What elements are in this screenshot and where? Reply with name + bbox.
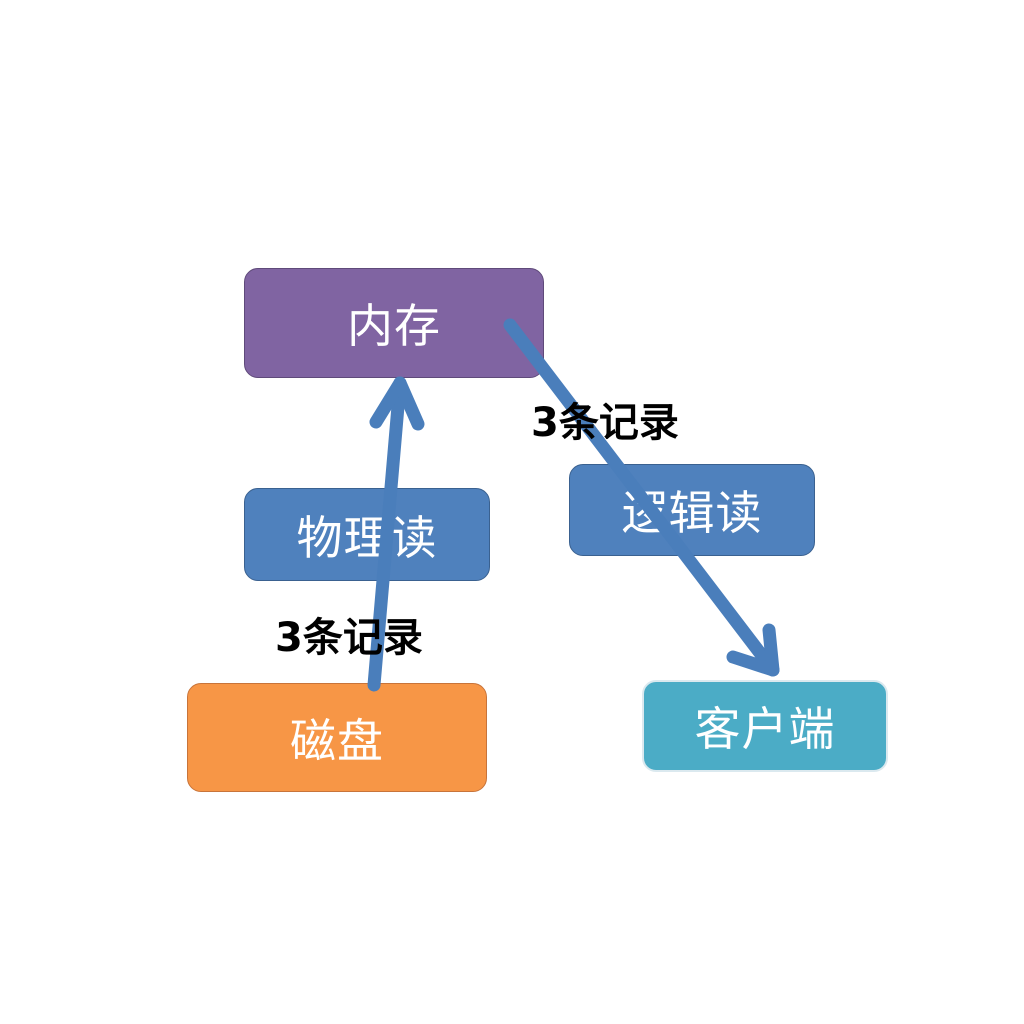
physical-read-node: 物理读 — [244, 488, 490, 581]
client-label: 客户端 — [694, 702, 836, 756]
logical-read-node: 逻辑读 — [569, 464, 815, 556]
client-node: 客户端 — [642, 680, 888, 772]
physical-read-label: 物理读 — [296, 510, 438, 565]
disk-node: 磁盘 — [187, 683, 487, 792]
records-label-from-disk: 3条记录 — [275, 615, 423, 661]
logical-read-label: 逻辑读 — [621, 486, 763, 540]
records-label-to-client: 3条记录 — [531, 400, 679, 446]
disk-label: 磁盘 — [290, 713, 384, 768]
memory-node: 内存 — [244, 268, 544, 378]
disk-to-memory-arrowhead — [369, 376, 425, 431]
memory-label: 内存 — [347, 299, 441, 353]
memory-to-client-arrowhead — [726, 623, 780, 677]
